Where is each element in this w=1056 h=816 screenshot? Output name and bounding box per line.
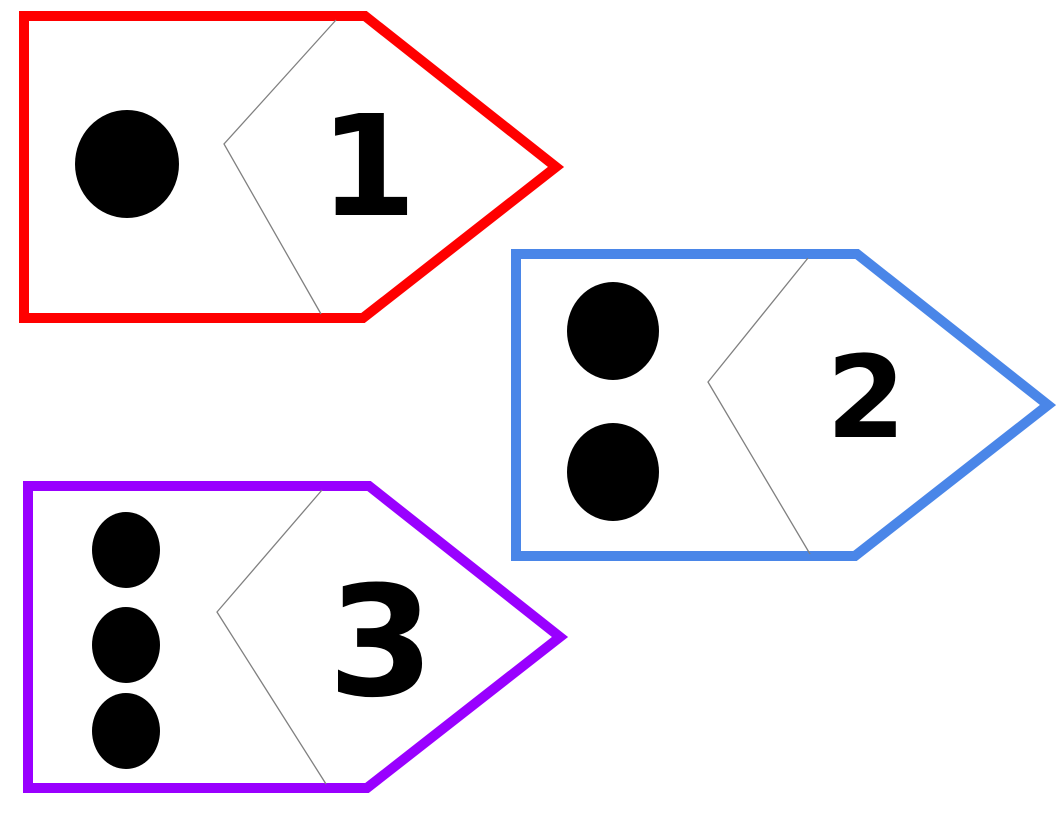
number-card-2: 2 <box>511 249 1056 561</box>
counting-dot <box>92 512 160 588</box>
number-label: 1 <box>319 86 416 249</box>
number-card-1: 1 <box>19 11 565 323</box>
dots-group <box>567 282 659 521</box>
number-card-3: 3 <box>23 481 569 793</box>
counting-dot <box>75 110 179 218</box>
cut-line <box>216 489 327 785</box>
dots-group <box>75 110 179 218</box>
number-label: 2 <box>826 331 905 464</box>
cut-line <box>223 19 337 315</box>
counting-dot <box>567 282 659 380</box>
card-outline <box>19 11 565 323</box>
card-outline <box>23 481 569 793</box>
counting-dot <box>567 423 659 521</box>
cut-line <box>707 257 811 555</box>
number-label: 3 <box>328 554 434 732</box>
dots-group <box>92 512 160 769</box>
counting-dot <box>92 693 160 769</box>
counting-dot <box>92 607 160 683</box>
